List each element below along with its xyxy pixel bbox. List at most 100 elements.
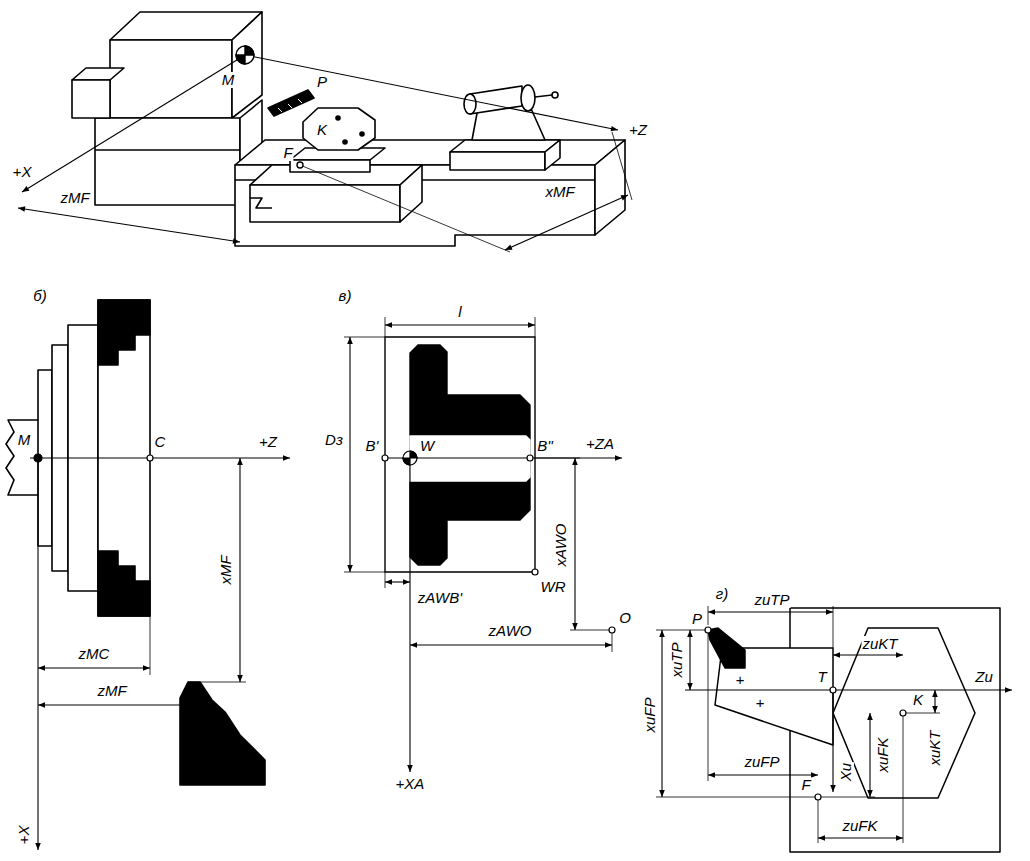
lathe-sketch — [521, 85, 535, 111]
axis-line — [505, 195, 628, 250]
dimension-label: T — [816, 669, 827, 685]
axis-line — [708, 611, 833, 612]
dimension-label: F — [800, 777, 811, 793]
axis-line — [30, 458, 290, 850]
dimension-label: + — [755, 695, 766, 711]
dimension-label: в) — [338, 288, 353, 304]
dimension-label: zMC — [78, 646, 111, 662]
axis-line — [574, 458, 575, 630]
workpiece-sketch — [385, 337, 535, 572]
axis-line — [344, 317, 622, 772]
point-marker — [815, 794, 821, 800]
chuck-sketch — [180, 682, 265, 785]
axis-line — [832, 690, 833, 792]
lathe-sketch — [288, 104, 292, 108]
axis-line — [656, 606, 1012, 843]
lathe-sketch — [110, 40, 232, 118]
dimension-label: zиTP — [753, 592, 790, 608]
turret-sketch — [833, 628, 975, 798]
dimension-label: C — [154, 434, 167, 450]
dimension-label: xиFP — [642, 696, 658, 733]
dimension-label: zиKT — [861, 636, 898, 652]
axis-line — [869, 713, 870, 797]
point-marker — [34, 454, 153, 462]
dimension-label: xиTP — [669, 641, 685, 678]
dimension-label: zMF — [96, 683, 127, 699]
dimension-label: P — [691, 611, 703, 627]
axis-line — [535, 458, 580, 459]
dimension-label: zиFP — [743, 754, 780, 770]
lathe-sketch — [400, 165, 422, 222]
lathe-sketch — [250, 198, 272, 208]
dimension-label: + — [735, 672, 746, 688]
dimension-label: +ZA — [585, 436, 615, 452]
dimension-label: г) — [715, 586, 729, 602]
dimension-label: B'' — [536, 438, 554, 454]
axis-line — [188, 682, 189, 712]
axis-line — [18, 208, 240, 242]
origin-symbol — [236, 46, 254, 64]
axis-line — [188, 682, 246, 683]
dimension-label: Xи — [838, 762, 854, 782]
lathe-sketch — [72, 12, 625, 246]
axis-line — [349, 337, 350, 572]
axis-line — [818, 797, 819, 843]
lathe-sketch — [95, 118, 240, 205]
chuck-sketch — [98, 300, 150, 365]
workpiece-sketch — [410, 345, 530, 565]
dimension-label: xиFK — [875, 736, 891, 773]
axis-line — [38, 704, 188, 705]
dimension-label: +XA — [395, 776, 426, 792]
lathe-sketch — [535, 95, 552, 97]
turret-sketch — [708, 628, 745, 668]
axis-line — [385, 317, 386, 337]
lathe-sketch — [336, 116, 340, 120]
axis-line — [385, 324, 535, 325]
axis-line — [535, 317, 536, 337]
point-marker — [609, 627, 615, 633]
point-marker — [527, 455, 533, 461]
workpiece-sketch — [385, 337, 535, 572]
dimension-label: F — [282, 145, 293, 161]
dimension-label: zAWB' — [417, 590, 463, 606]
axis-line — [245, 55, 618, 130]
turret-sketch — [708, 608, 1000, 852]
point-marker — [382, 451, 615, 633]
axis-line — [612, 132, 632, 200]
lathe-sketch — [470, 86, 522, 114]
lathe-sketch — [232, 12, 262, 118]
axis-line — [661, 630, 662, 797]
dimension-label: P — [316, 74, 328, 90]
dimension-label: +Z — [258, 434, 278, 450]
point-marker — [382, 455, 388, 461]
dimension-label: M — [221, 72, 236, 88]
axis-line — [833, 654, 903, 655]
axis-line — [22, 55, 245, 192]
axis-line — [656, 630, 705, 631]
axis-line — [818, 837, 903, 838]
dimension-label: zиFK — [841, 818, 878, 834]
point-marker — [403, 451, 417, 465]
point-marker — [900, 710, 906, 716]
axis-line — [570, 630, 612, 631]
dimension-label: xAWO — [553, 522, 569, 567]
lathe-sketch — [545, 140, 560, 170]
axis-line — [410, 644, 612, 645]
dimension-label: K — [316, 122, 328, 138]
point-marker — [830, 687, 836, 693]
point-marker — [403, 458, 410, 465]
lathe-sketch — [250, 185, 400, 222]
point-marker — [532, 569, 538, 575]
axis-line — [818, 797, 875, 798]
axis-line — [150, 616, 151, 675]
lathe-sketch — [268, 90, 314, 116]
dimension-label: K — [912, 692, 924, 708]
axis-line — [934, 690, 935, 713]
axis-line — [903, 713, 904, 843]
dimension-label: +X — [16, 825, 32, 846]
axis-line — [18, 55, 632, 252]
dimension-label: zAWO — [487, 623, 532, 639]
